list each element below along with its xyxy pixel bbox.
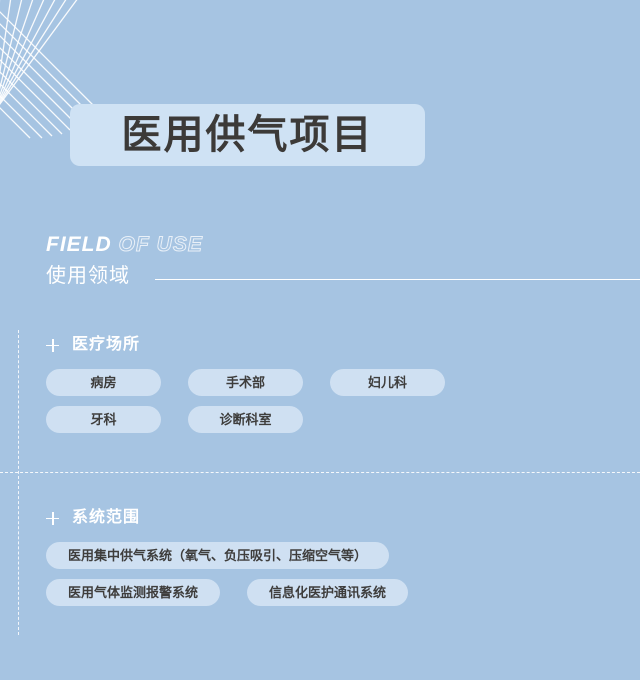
tag-pill-label: 诊断科室 bbox=[219, 412, 272, 427]
plus-icon bbox=[46, 338, 59, 352]
tag-pill[interactable]: 病房 bbox=[46, 369, 161, 396]
group-medical-venues: 医疗场所 病房 手术部 妇儿科 牙科 诊断科室 bbox=[46, 337, 620, 433]
pill-row: 医用气体监测报警系统 信息化医护通讯系统 bbox=[46, 579, 620, 606]
tag-pill-label: 妇儿科 bbox=[367, 375, 407, 390]
tag-pill[interactable]: 诊断科室 bbox=[188, 406, 303, 433]
pill-row: 病房 手术部 妇儿科 bbox=[46, 369, 620, 396]
plus-icon bbox=[46, 511, 59, 525]
pill-group: 医用集中供气系统（氧气、负压吸引、压缩空气等） 医用气体监测报警系统 信息化医护… bbox=[46, 542, 620, 606]
tag-pill[interactable]: 医用集中供气系统（氧气、负压吸引、压缩空气等） bbox=[46, 542, 390, 569]
tag-pill-label: 医用集中供气系统（氧气、负压吸引、压缩空气等） bbox=[68, 548, 368, 563]
tag-pill-label: 牙科 bbox=[90, 412, 117, 427]
group-system-scope: 系统范围 医用集中供气系统（氧气、负压吸引、压缩空气等） 医用气体监测报警系统 … bbox=[46, 510, 620, 606]
page-title: 医用供气项目 bbox=[121, 113, 374, 157]
section-divider bbox=[0, 472, 640, 473]
section-eyebrow: FIELD OF USE bbox=[46, 233, 203, 256]
pill-row: 医用集中供气系统（氧气、负压吸引、压缩空气等） bbox=[46, 542, 620, 569]
eyebrow-solid-text: FIELD bbox=[46, 233, 112, 256]
section-subtitle-row: 使用领域 bbox=[46, 262, 640, 290]
pill-row: 牙科 诊断科室 bbox=[46, 406, 620, 433]
group-title-row: 医疗场所 bbox=[46, 337, 620, 353]
page-title-box: 医用供气项目 bbox=[70, 104, 425, 166]
tag-pill-label: 医用气体监测报警系统 bbox=[68, 585, 199, 600]
tag-pill[interactable]: 牙科 bbox=[46, 406, 161, 433]
group-title-label: 系统范围 bbox=[72, 509, 141, 526]
left-dashed-rail bbox=[18, 330, 19, 635]
tag-pill-label: 信息化医护通讯系统 bbox=[269, 585, 387, 600]
eyebrow-outline-text: OF USE bbox=[118, 233, 203, 256]
section-subtitle-rule bbox=[155, 278, 640, 280]
tag-pill[interactable]: 妇儿科 bbox=[330, 369, 445, 396]
section-subtitle: 使用领域 bbox=[46, 265, 130, 287]
group-title-label: 医疗场所 bbox=[72, 336, 141, 353]
tag-pill[interactable]: 信息化医护通讯系统 bbox=[247, 579, 409, 606]
tag-pill[interactable]: 手术部 bbox=[188, 369, 303, 396]
pill-group: 病房 手术部 妇儿科 牙科 诊断科室 bbox=[46, 369, 620, 433]
tag-pill-label: 手术部 bbox=[225, 375, 265, 390]
group-title-row: 系统范围 bbox=[46, 510, 620, 526]
tag-pill-label: 病房 bbox=[90, 375, 117, 390]
tag-pill[interactable]: 医用气体监测报警系统 bbox=[46, 579, 221, 606]
